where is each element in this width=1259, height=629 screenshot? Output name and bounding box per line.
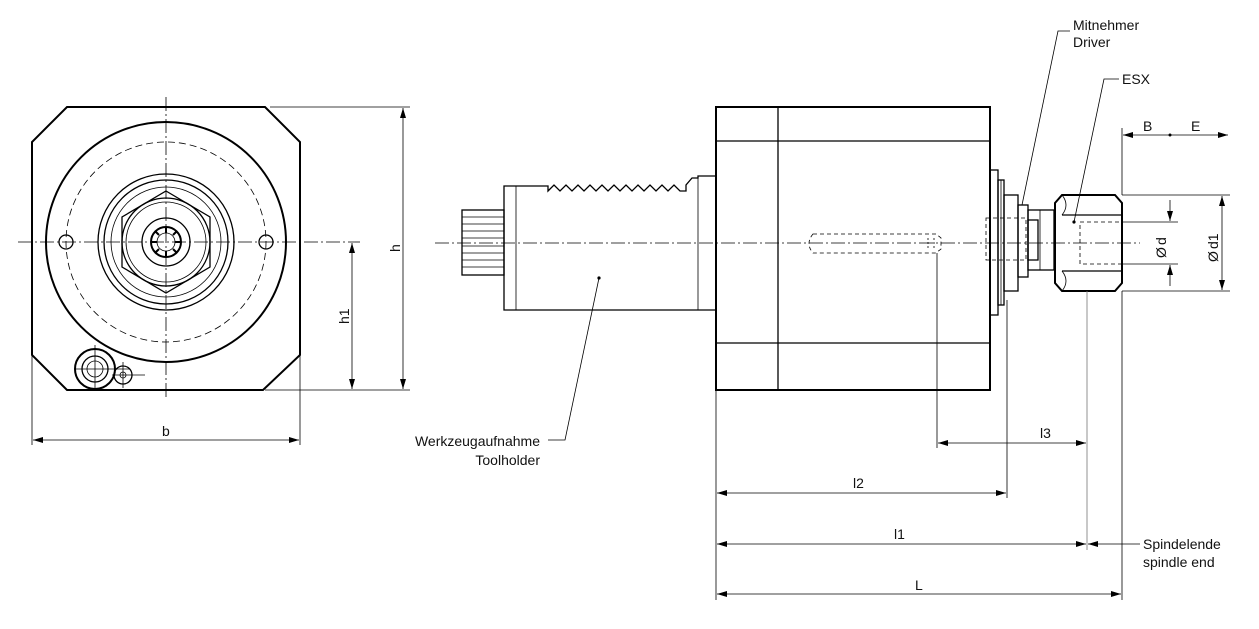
dim-b-upper-label: B	[1143, 118, 1152, 134]
front-collar	[985, 169, 1055, 316]
label-toolholder: Toolholder	[475, 452, 540, 468]
front-dimensions	[31, 106, 410, 445]
spline-shaft	[461, 209, 505, 276]
dim-d-diameter-symbol: Ø	[1153, 247, 1169, 258]
dim-b-label: b	[162, 423, 170, 439]
label-driver: Driver	[1073, 34, 1111, 50]
dim-d-label: d	[1153, 237, 1169, 245]
tool-shank	[503, 175, 717, 311]
front-flange-outline	[31, 106, 301, 391]
dim-h-label: h	[387, 244, 403, 252]
dim-l1-label: l1	[894, 526, 905, 542]
esx-nut	[1054, 194, 1123, 292]
internal-bore	[808, 233, 942, 254]
dim-L-label: L	[915, 577, 923, 593]
dim-l2-label: l2	[853, 475, 864, 491]
front-view	[18, 97, 355, 400]
label-spindle-end: spindle end	[1143, 554, 1215, 570]
side-dimensions	[715, 128, 1230, 600]
dim-e-label: E	[1191, 118, 1200, 134]
label-werkzeugaufnahme: Werkzeugaufnahme	[415, 433, 540, 449]
label-esx: ESX	[1122, 71, 1151, 87]
front-pin-holes	[74, 345, 145, 390]
main-housing	[715, 106, 991, 391]
leader-lines	[548, 30, 1119, 441]
label-spindelende: Spindelende	[1143, 536, 1221, 552]
dim-d1-label: d1	[1205, 233, 1221, 249]
dim-l3-label: l3	[1040, 425, 1051, 441]
side-view	[435, 106, 1140, 391]
dim-h1-label: h1	[336, 308, 352, 324]
label-mitnehmer: Mitnehmer	[1073, 17, 1139, 33]
dim-d-label-group: Ø d	[1153, 237, 1169, 258]
dim-d1-diameter-symbol: Ø	[1205, 251, 1221, 262]
front-hex-nut	[121, 190, 211, 294]
dim-d1-label-group: Ø d1	[1205, 233, 1221, 262]
